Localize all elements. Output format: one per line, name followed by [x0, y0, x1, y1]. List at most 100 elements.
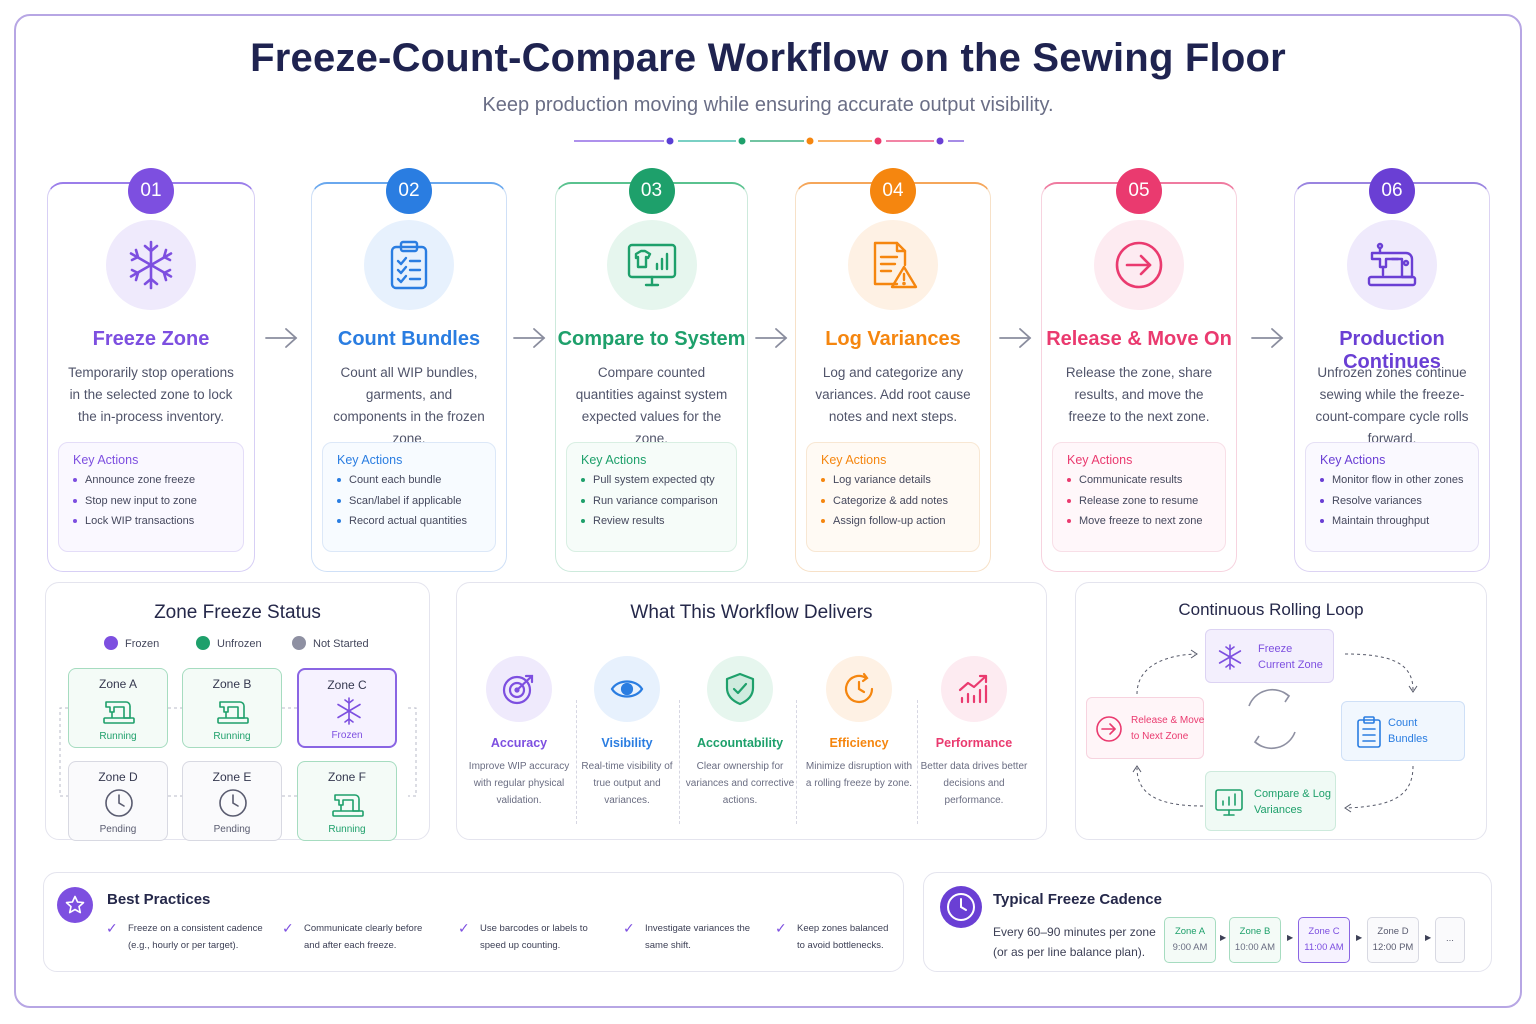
benefit-title: Visibility: [601, 736, 653, 750]
key-actions-box: Key Actions Pull system expected qty Run…: [566, 442, 737, 552]
step-description: Compare counted quantities against syste…: [575, 365, 728, 446]
legend-frozen: Frozen: [104, 636, 159, 650]
zone-status-title: Zone Freeze Status: [154, 602, 321, 623]
shield-check-icon: [725, 672, 755, 706]
key-action-item: Communicate results: [1067, 474, 1211, 486]
step-number-badge: 01: [128, 168, 174, 214]
zone-card-d[interactable]: Zone D Pending: [68, 761, 168, 841]
cadence-tile-zone-a: Zone A 9:00 AM: [1164, 917, 1216, 963]
sewing-machine-icon: [1367, 242, 1417, 287]
arrow-right-icon: [999, 328, 1032, 348]
key-action-item: Count each bundle: [337, 474, 481, 486]
key-actions-box: Key Actions Monitor flow in other zones …: [1305, 442, 1479, 552]
loop-node-count: Count Bundles: [1341, 701, 1465, 761]
title-divider: [574, 137, 964, 145]
best-practice-item: ✓Investigate variances the same shift.: [623, 920, 751, 951]
benefit-description: Better data drives better decisions and …: [920, 761, 1028, 806]
key-action-item: Review results: [581, 515, 722, 527]
arrow-right-icon: ▶: [1425, 933, 1432, 942]
loop-connector-arrows: [1132, 649, 1418, 813]
page-subtitle: Keep production moving while ensuring ac…: [482, 94, 1054, 116]
monitor-chart-icon: [627, 243, 676, 287]
step-title: Production Continues: [1339, 328, 1445, 373]
benefit-title: Performance: [935, 736, 1013, 750]
step-card-production-continues: 06 Production Continues Unfrozen zones c…: [1294, 168, 1490, 572]
arrow-right-icon: [755, 328, 788, 348]
arrow-right-icon: [1251, 328, 1284, 348]
benefit-performance: Performance Better data drives better de…: [919, 656, 1029, 809]
zone-status-text: Pending: [213, 824, 251, 835]
cadence-time: 9:00 AM: [1172, 942, 1208, 953]
step-icon-circle: [606, 220, 697, 310]
step-title: Freeze Zone: [92, 328, 210, 350]
loop-node-release: Release & Move to Next Zone: [1086, 697, 1204, 759]
benefit-title: Accountability: [696, 736, 784, 750]
document-warning-icon: [873, 241, 918, 289]
snowflake-icon: [129, 240, 173, 290]
arrow-circle-icon: [1115, 241, 1163, 289]
monitor-chart-icon: [1215, 789, 1243, 816]
benefit-visibility: Visibility Real-time visibility of true …: [572, 656, 682, 809]
arrow-right-icon: ▶: [1287, 933, 1294, 942]
page-title: Freeze-Count-Compare Workflow on the Sew…: [250, 36, 1286, 80]
benefit-accountability: Accountability Clear ownership for varia…: [685, 656, 795, 809]
legend-dot: [104, 636, 118, 650]
zone-card-a[interactable]: Zone A Running: [68, 668, 168, 748]
zone-name: Zone F: [327, 770, 366, 784]
cadence-time: 12:00 PM: [1372, 942, 1414, 953]
legend-dot: [292, 636, 306, 650]
key-actions-box: Key Actions Announce zone freeze Stop ne…: [58, 442, 244, 552]
loop-node-label: Count Bundles: [1388, 717, 1428, 745]
arrow-right-icon: ▶: [1220, 933, 1227, 942]
zone-status-text: Pending: [99, 824, 137, 835]
step-description: Count all WIP bundles, garments, and com…: [333, 365, 485, 446]
zone-card-b[interactable]: Zone B Running: [182, 668, 282, 748]
divider: [576, 700, 577, 824]
legend-not-started: Not Started: [292, 636, 369, 650]
sewing-machine-icon: [332, 794, 364, 817]
zone-status-text: Running: [99, 731, 137, 742]
step-number-badge: 02: [386, 168, 432, 214]
zone-name: Zone B: [212, 677, 252, 691]
key-action-item: Pull system expected qty: [581, 474, 722, 486]
key-action-item: Log variance details: [821, 474, 965, 486]
check-icon: ✓: [106, 920, 118, 936]
benefit-efficiency: Efficiency Minimize disruption with a ro…: [804, 656, 914, 792]
page-frame: [14, 14, 1522, 1008]
key-actions-box: Key Actions Communicate results Release …: [1052, 442, 1226, 552]
check-icon: ✓: [282, 920, 294, 936]
zone-card-c[interactable]: Zone C Frozen: [297, 668, 397, 748]
eye-icon: [610, 680, 644, 698]
snowflake-icon: [1218, 644, 1242, 670]
step-card-compare-to-system: 03 Compare to System Compare counted qua…: [555, 168, 748, 572]
star-badge: [57, 887, 93, 923]
sewing-machine-icon: [103, 701, 135, 724]
best-practices-panel: [43, 872, 904, 972]
divider: [917, 700, 918, 824]
zone-card-f[interactable]: Zone F Running: [297, 761, 397, 841]
best-practice-item: ✓Communicate clearly before and after ea…: [282, 920, 423, 951]
cadence-tile-zone-d: Zone D 12:00 PM: [1367, 917, 1419, 963]
check-icon: ✓: [458, 920, 470, 936]
key-action-item: Run variance comparison: [581, 495, 722, 507]
loop-title: Continuous Rolling Loop: [1178, 600, 1364, 619]
key-action-item: Assign follow-up action: [821, 515, 965, 527]
cadence-zone: Zone D: [1377, 926, 1409, 937]
deliverables-title: What This Workflow Delivers: [630, 602, 873, 623]
cadence-zone: Zone B: [1239, 926, 1271, 937]
key-action-item: Record actual quantities: [337, 515, 481, 527]
step-card-log-variances: 04 Log Variances Log and categorize any …: [795, 168, 991, 572]
benefit-description: Clear ownership for variances and correc…: [685, 761, 795, 806]
step-title: Release & Move On: [1046, 328, 1232, 350]
benefit-icon-circle: [826, 656, 892, 722]
zone-name: Zone D: [98, 770, 138, 784]
step-card-release-move-on: 05 Release & Move On Release the zone, s…: [1041, 168, 1237, 572]
benefit-accuracy: Accuracy Improve WIP accuracy with regul…: [464, 656, 574, 809]
benefit-icon-circle: [941, 656, 1007, 722]
clipboard-checklist-icon: [1357, 716, 1381, 748]
zone-card-e[interactable]: Zone E Pending: [182, 761, 282, 841]
best-practice-item: ✓Use barcodes or labels to speed up coun…: [458, 920, 588, 951]
benefit-title: Accuracy: [490, 736, 548, 750]
arrow-right-icon: [265, 328, 298, 348]
key-action-item: Lock WIP transactions: [73, 515, 229, 527]
